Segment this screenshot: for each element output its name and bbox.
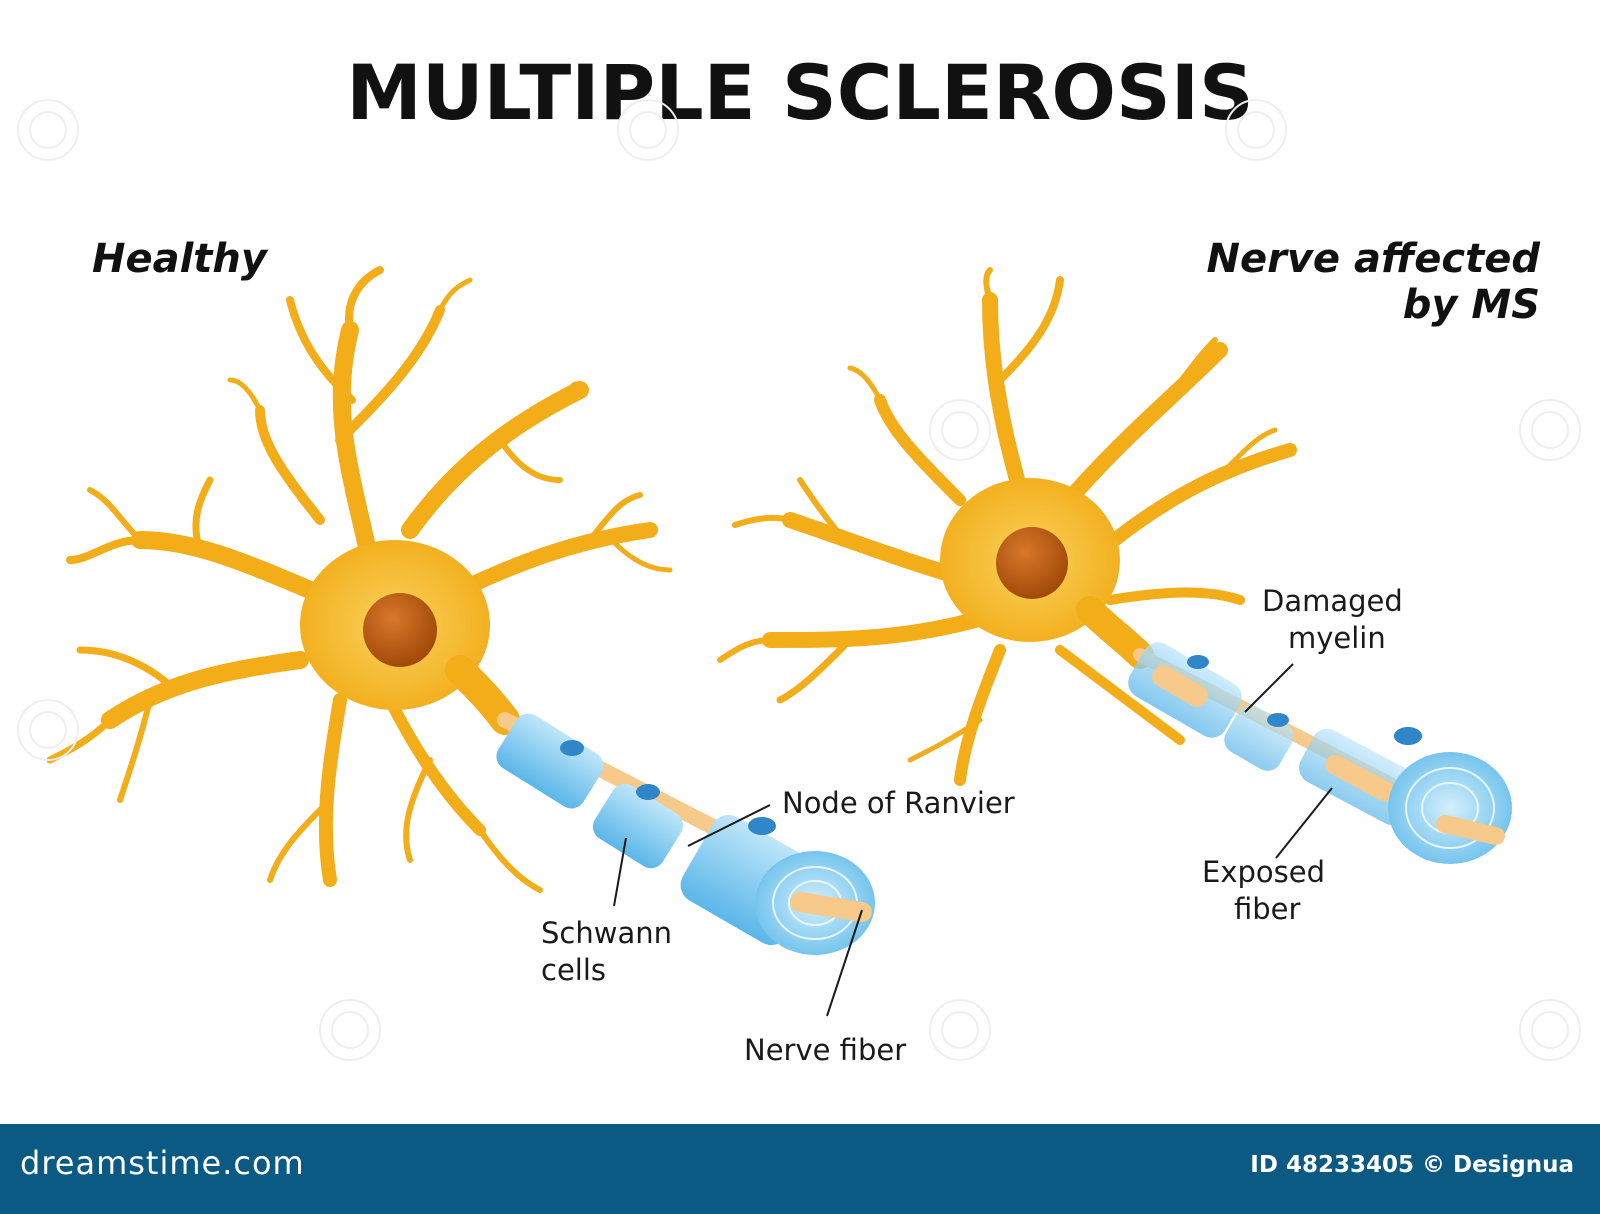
footer-credit: ID 48233405 © Designua: [1250, 1152, 1574, 1178]
healthy-axon-end: [755, 851, 875, 955]
ms-diagram: Node of Ranvier Schwann cells Nerve fibe…: [17, 99, 1581, 1067]
healthy-axon: [496, 712, 875, 955]
callout-exposed-line2: fiber: [1234, 892, 1301, 926]
footer-brand[interactable]: dreamstime.com: [20, 1144, 305, 1182]
affected-schwann-nuclei: [1187, 655, 1422, 745]
callout-nerve-fiber: Nerve fiber: [744, 1033, 906, 1067]
callout-schwann-line2: cells: [541, 953, 606, 987]
affected-axon: [1128, 642, 1512, 864]
panel-label-affected-line1: Nerve affected: [1206, 236, 1540, 282]
callout-damaged-line2: myelin: [1288, 621, 1386, 655]
affected-neuron: [717, 267, 1297, 786]
affected-callouts: [1244, 663, 1333, 859]
affected-nucleus: [996, 527, 1068, 599]
healthy-nucleus: [363, 593, 437, 667]
callout-damaged-line1: Damaged: [1262, 584, 1403, 618]
footer-bar: dreamstime.com ID 48233405 © Designua: [0, 1124, 1600, 1214]
callout-node-of-ranvier: Node of Ranvier: [782, 786, 1015, 820]
panel-label-healthy: Healthy: [92, 236, 267, 282]
healthy-schwann-nuclei: [560, 740, 776, 835]
dreamstime-watermark-icon: [17, 99, 1581, 1061]
panel-label-affected: Nerve affected by MS: [1207, 236, 1540, 328]
panel-label-affected-line2: by MS: [1402, 282, 1540, 328]
page-title: MULTIPLE SCLEROSIS: [346, 48, 1254, 137]
callout-exposed-line1: Exposed: [1202, 855, 1325, 889]
affected-axon-end: [1388, 752, 1512, 864]
healthy-neuron: [46, 266, 673, 893]
callout-schwann-line1: Schwann: [541, 916, 672, 950]
healthy-callouts: [613, 804, 863, 1017]
